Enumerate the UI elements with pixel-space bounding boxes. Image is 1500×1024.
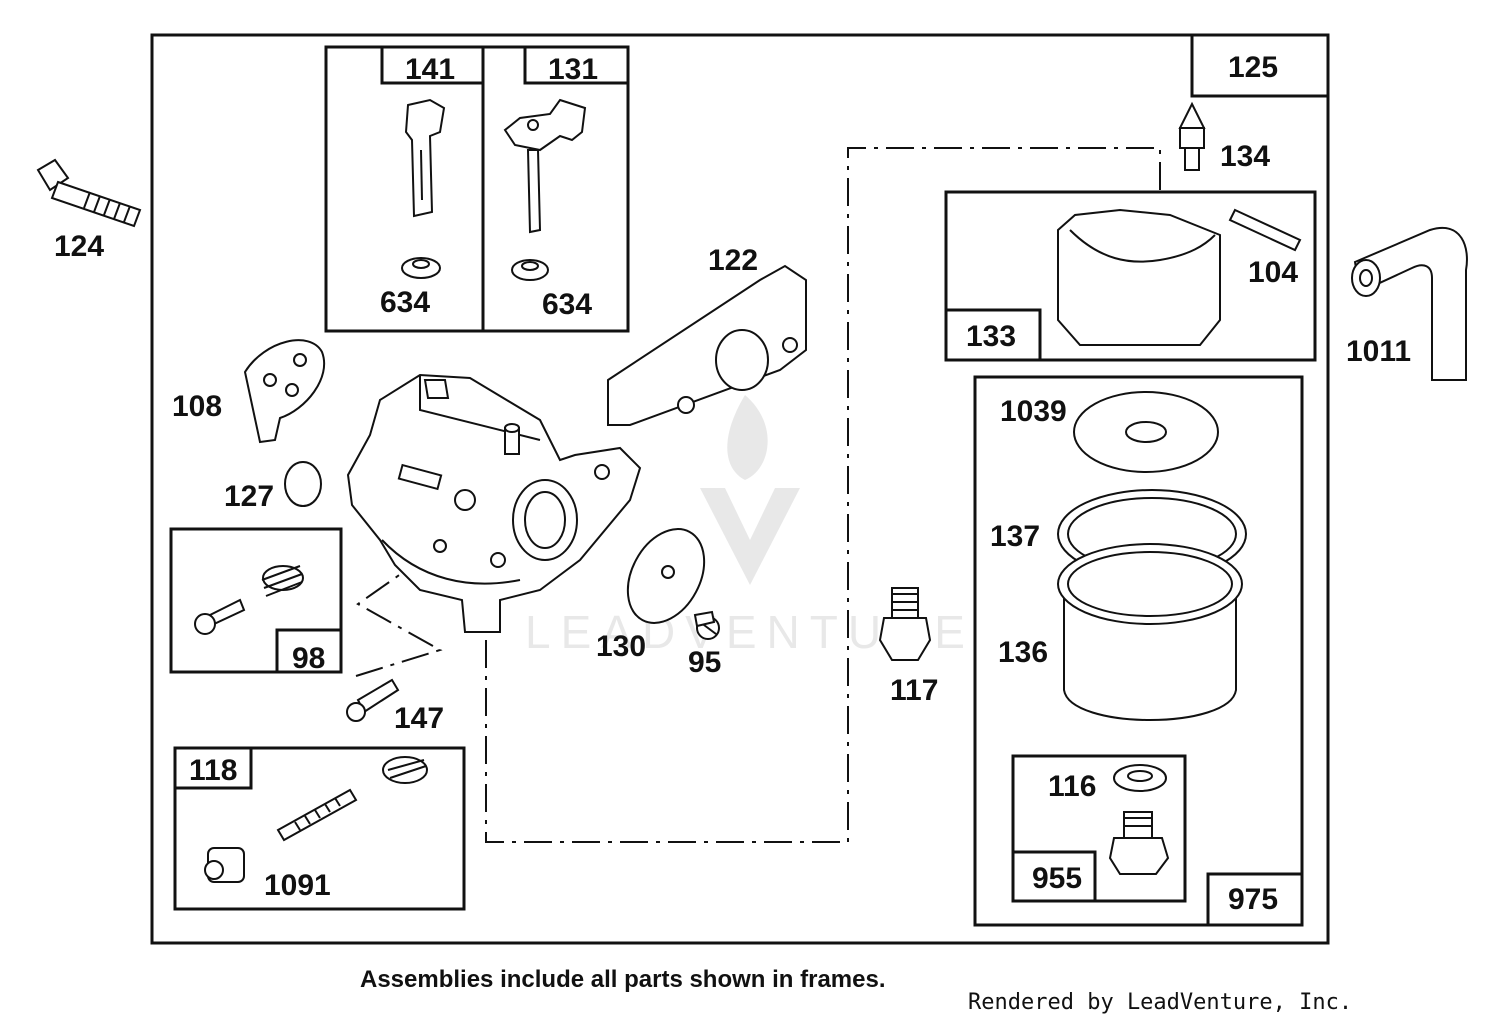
screw-147 [346,678,400,722]
label-634-right: 634 [542,288,592,321]
label-133: 133 [966,320,1016,353]
label-134: 134 [1220,140,1270,173]
frame-955 [1011,754,1187,903]
label-955: 955 [1032,862,1082,895]
hose-1011 [1351,227,1468,381]
label-147: 147 [394,702,444,735]
jet-117 [878,587,932,661]
label-118: 118 [189,754,237,787]
label-98: 98 [292,642,325,675]
frame-118 [173,746,466,911]
label-1039: 1039 [1000,395,1067,428]
assemblies-caption: Assemblies include all parts shown in fr… [360,966,886,993]
bolt-124 [36,158,142,228]
label-117: 117 [890,674,938,707]
frame-141-131 [324,45,630,333]
label-141: 141 [405,53,455,86]
choke-plate-108 [243,339,325,444]
spacer-122 [607,264,807,426]
frame-98 [169,527,343,674]
label-108: 108 [172,390,222,423]
connection-lines [355,147,1161,843]
label-975: 975 [1228,883,1278,916]
frame-125 [1190,33,1330,98]
label-130: 130 [596,630,646,663]
needle-134 [1178,101,1206,171]
label-104: 104 [1248,256,1298,289]
main-frame [150,33,1330,945]
label-137: 137 [990,520,1040,553]
label-95: 95 [688,646,721,679]
label-124: 124 [54,230,104,263]
carburetor-body [346,373,642,633]
label-1011: 1011 [1346,335,1411,368]
label-136: 136 [998,636,1048,669]
label-125: 125 [1228,51,1278,84]
label-122: 122 [708,244,758,277]
frame-133 [944,190,1317,362]
label-131: 131 [548,53,598,86]
label-1091: 1091 [264,869,331,902]
screw-95 [693,610,720,640]
throttle-plate-130 [626,528,706,624]
label-116: 116 [1048,770,1096,803]
rendered-by-credit: Rendered by LeadVenture, Inc. [968,990,1353,1015]
welch-plug-127 [284,461,322,507]
label-634-left: 634 [380,286,430,319]
label-127: 127 [224,480,274,513]
